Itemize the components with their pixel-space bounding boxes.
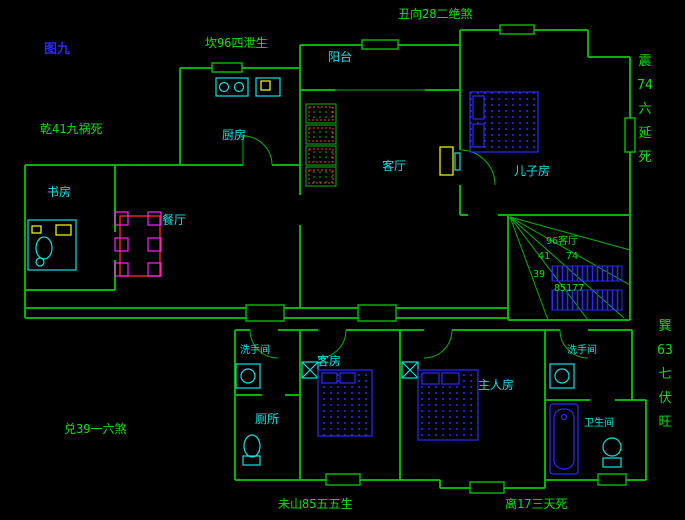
wardrobe-icon-guest xyxy=(301,361,319,379)
furniture xyxy=(27,77,623,475)
dining-chairs-icon xyxy=(114,211,162,277)
wardrobe-icon-master xyxy=(401,361,419,379)
stove-icon xyxy=(215,77,249,97)
stair-number-74: 74 xyxy=(566,251,579,262)
stair-number-41: 41 xyxy=(538,251,551,262)
annotation-zhen: 震 74 六 延 死 xyxy=(637,54,653,165)
bed-icon-guest xyxy=(317,369,373,437)
toilet-icon-right xyxy=(602,437,622,468)
wall-stairs xyxy=(460,214,630,321)
tv-icon xyxy=(439,146,461,176)
wall-balcony xyxy=(300,44,461,91)
wall-study-dining xyxy=(24,164,300,318)
bathtub-icon xyxy=(549,403,579,475)
desk-icon xyxy=(27,219,77,271)
room-label-son-room: 儿子房 xyxy=(514,164,551,178)
stair-number-39: 39 xyxy=(533,269,546,280)
room-label-study: 书房 xyxy=(47,185,72,199)
room-label-living: 客厅 xyxy=(382,159,407,173)
annotation-kan: 坎96四泄生 xyxy=(205,36,268,50)
toilet-icon-left xyxy=(242,434,261,466)
annotation-xun: 巽 63 七 伏 旺 xyxy=(657,319,673,430)
room-label-master-room: 主人房 xyxy=(478,378,515,392)
room-label-dining: 餐厅 xyxy=(162,213,187,227)
room-label-balcony: 阳台 xyxy=(328,50,353,64)
bed-icon-son xyxy=(469,91,539,153)
sink-icon-left xyxy=(235,363,261,389)
annotation-chou: 丑向28二绝煞 xyxy=(398,7,473,21)
kitchen-sink-icon xyxy=(255,77,281,97)
windows xyxy=(211,24,636,494)
annotation-dui: 兑39一六煞 xyxy=(64,422,127,436)
door-arcs xyxy=(242,135,589,359)
annotation-li: 离17三天死 xyxy=(505,497,568,511)
room-label-washroom-top: 洗手间 xyxy=(240,345,270,356)
room-label-toilet: 厕所 xyxy=(255,412,280,426)
wall-bottom-interior xyxy=(235,330,632,480)
sink-icon-right xyxy=(549,363,575,389)
room-label-bathroom: 卫生间 xyxy=(584,418,614,429)
stairs-shelf-icon xyxy=(551,265,623,311)
bed-icon-master xyxy=(417,369,479,441)
room-label-stair-note: 96客厅 xyxy=(546,236,579,247)
dining-table-icon xyxy=(119,215,161,277)
annotation-qian: 乾41九祸死 xyxy=(40,122,103,136)
room-label-washroom-right: 洗手间 xyxy=(567,345,597,356)
sofa-icon xyxy=(305,103,337,187)
figure-label: 图九 xyxy=(44,42,71,57)
stair-number-85177: 85177 xyxy=(554,283,585,294)
annotation-wei: 未山85五五生 xyxy=(278,497,353,511)
room-label-guest-room: 客房 xyxy=(317,354,342,368)
room-label-kitchen: 厨房 xyxy=(222,128,247,142)
